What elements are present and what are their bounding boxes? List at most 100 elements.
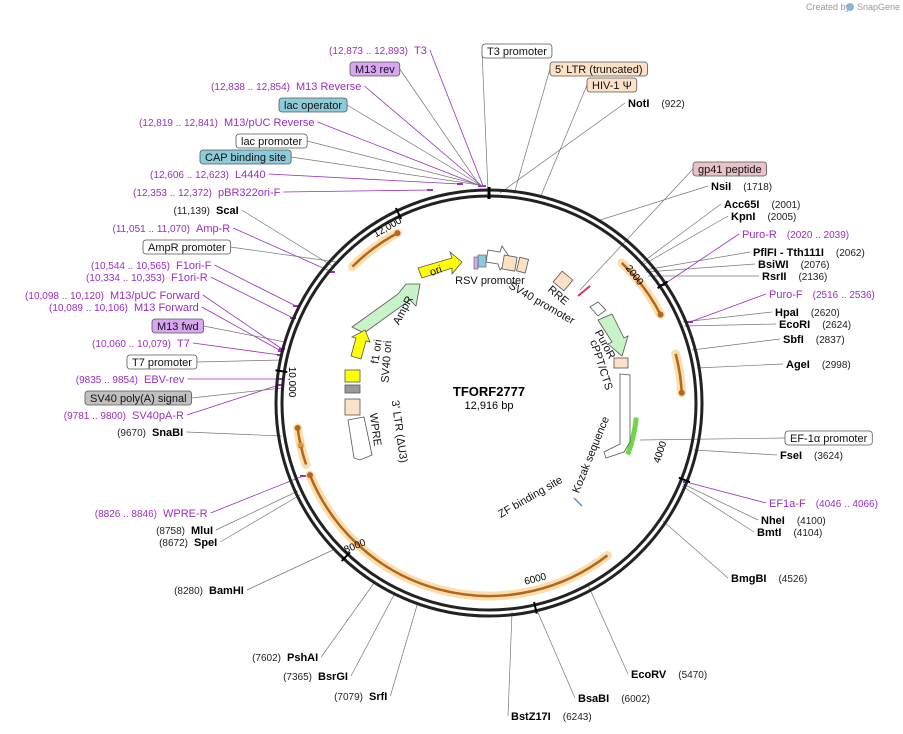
primer-m13-puc-forward[interactable]: M13/pUC Forward: [110, 290, 200, 302]
enzyme-nsii[interactable]: NsiI: [711, 181, 731, 193]
primer-puro-r[interactable]: Puro-R: [742, 229, 777, 241]
primer-position: (12,606 .. 12,623): [150, 170, 229, 181]
feature-leader: [513, 68, 551, 195]
feature-leader: [196, 359, 283, 363]
primer-f1ori-f[interactable]: F1ori-F: [176, 260, 212, 272]
feature-label-sv40-ori: SV40 ori: [380, 340, 395, 383]
enzyme-agei[interactable]: AgeI: [786, 359, 810, 371]
plasmid-size: 12,916 bp: [465, 400, 514, 412]
primer-leader: [662, 233, 740, 286]
enzyme-bsrgi[interactable]: BsrGI: [318, 671, 348, 683]
feature-box-label: EF-1α promoter: [790, 433, 868, 445]
enzyme-spei[interactable]: SpeI: [194, 537, 217, 549]
feature-box-bg: [549, 61, 648, 77]
feature-box-label: 5' LTR (truncated): [555, 64, 642, 76]
feature-box-label: T3 promoter: [487, 46, 547, 58]
feature-box-m13-rev[interactable]: M13 rev: [349, 61, 401, 77]
enzyme-ecori[interactable]: EcoRI: [779, 319, 810, 331]
enzyme-leader: [696, 363, 784, 369]
enzyme-position: (5470): [678, 670, 707, 681]
primer-m13-reverse[interactable]: M13 Reverse: [296, 81, 361, 93]
enzyme-position: (7365): [283, 672, 312, 683]
enzyme-sbfi[interactable]: SbfI: [783, 334, 804, 346]
enzyme-position: (11,139): [173, 206, 210, 217]
zf-binding-site-feature: [573, 497, 583, 507]
enzyme-pflfi-tth111i[interactable]: PflFI - Tth111I: [753, 247, 824, 259]
enzyme-leader: [215, 490, 299, 531]
enzyme-position: (2005): [767, 212, 796, 223]
primer-position: (11,051 .. 11,070): [113, 224, 190, 235]
enzyme-position: (6002): [621, 694, 650, 705]
primer-position: (10,098 .. 10,120): [25, 291, 104, 302]
feature-box-label: CAP binding site: [205, 152, 286, 164]
feature-box-sv40-poly-a-signal[interactable]: SV40 poly(A) signal: [84, 390, 193, 406]
feature-box-t7-promoter[interactable]: T7 promoter: [126, 354, 198, 370]
enzyme-mlui[interactable]: MluI: [191, 525, 213, 537]
feature-box-bg: [126, 354, 198, 370]
enzyme-snabi[interactable]: SnaBI: [152, 427, 183, 439]
enzyme-hpai[interactable]: HpaI: [775, 307, 799, 319]
primer-t7[interactable]: T7: [177, 338, 190, 350]
primer-position: (2516 .. 2536): [813, 290, 875, 301]
feature-box-5-ltr-truncated[interactable]: 5' LTR (truncated): [549, 61, 648, 77]
enzyme-fsei[interactable]: FseI: [780, 450, 802, 462]
enzyme-bsiwi[interactable]: BsiWI: [758, 259, 789, 271]
primer-position: (9781 .. 9800): [64, 411, 126, 422]
enzyme-position: (3624): [814, 451, 843, 462]
primer-wpre-r[interactable]: WPRE-R: [163, 508, 208, 520]
primer-m13-forward[interactable]: M13 Forward: [134, 302, 199, 314]
feature-box-t3-promoter[interactable]: T3 promoter: [481, 43, 553, 59]
primer-ebv-rev[interactable]: EBV-rev: [144, 374, 185, 386]
tick-mark: [395, 207, 402, 220]
primer-amp-r[interactable]: Amp-R: [196, 223, 230, 235]
feature-box-bg: [278, 97, 348, 113]
primer-position: (9835 .. 9854): [76, 375, 138, 386]
primer-m13-puc-reverse[interactable]: M13/pUC Reverse: [224, 117, 314, 129]
primer-leader: [233, 227, 333, 273]
enzyme-bsabi[interactable]: BsaBI: [578, 693, 609, 705]
primer-f1ori-r[interactable]: F1ori-R: [171, 272, 208, 284]
enzyme-kpni[interactable]: KpnI: [731, 211, 755, 223]
primer-position: (10,334 .. 10,353): [86, 273, 165, 284]
enzyme-scai[interactable]: ScaI: [216, 205, 239, 217]
feature-box-ef-1-promoter[interactable]: EF-1α promoter: [784, 430, 873, 446]
enzyme-ecorv[interactable]: EcoRV: [631, 669, 667, 681]
enzyme-pshai[interactable]: PshAI: [287, 652, 318, 664]
feature-box-bg: [349, 61, 401, 77]
feature-box-label: gp41 peptide: [698, 164, 762, 176]
feature-box-lac-operator[interactable]: lac operator: [278, 97, 348, 113]
primer-l4440[interactable]: L4440: [235, 169, 266, 181]
feature-box-bg: [151, 318, 204, 334]
enzyme-leader: [246, 549, 334, 591]
enzyme-leader: [220, 494, 301, 543]
enzyme-bmti[interactable]: BmtI: [757, 527, 781, 539]
feature-box-lac-promoter[interactable]: lac promoter: [235, 133, 308, 149]
enzyme-leader: [587, 584, 629, 675]
enzyme-bstz17i[interactable]: BstZ17I: [511, 711, 551, 723]
feature-box-hiv-1[interactable]: HIV-1 Ψ: [586, 77, 638, 93]
feature-box-gp41-peptide[interactable]: gp41 peptide: [692, 161, 768, 177]
primer-t3[interactable]: T3: [414, 45, 427, 57]
primer-sv40pa-r[interactable]: SV40pA-R: [132, 410, 184, 422]
feature-box-ampr-promoter[interactable]: AmpR promoter: [142, 239, 232, 255]
feature-box-m13-fwd[interactable]: M13 fwd: [151, 318, 204, 334]
feature-box-label: AmpR promoter: [148, 242, 226, 254]
enzyme-acc65i[interactable]: Acc65I: [724, 199, 759, 211]
enzyme-bmgbi[interactable]: BmgBI: [731, 573, 766, 585]
tick-label: 10,000: [286, 367, 297, 398]
enzyme-srfi[interactable]: SrfI: [369, 691, 387, 703]
primer-puro-f[interactable]: Puro-F: [769, 289, 803, 301]
feature-box-cap-binding-site[interactable]: CAP binding site: [199, 149, 292, 165]
primer-ef1a-f[interactable]: EF1a-F: [769, 498, 806, 510]
puror-feature: [597, 313, 629, 357]
3-ltr-feature: [344, 398, 361, 416]
ef1a-promoter-arc: [625, 417, 639, 456]
enzyme-nhei[interactable]: NheI: [761, 515, 785, 527]
enzyme-bamhi[interactable]: BamHI: [209, 585, 244, 597]
enzyme-noti[interactable]: NotI: [628, 98, 649, 110]
wpre-arc-2-arrowhead: [294, 424, 301, 431]
primer-pbr322ori-f[interactable]: pBR322ori-F: [218, 187, 281, 199]
enzyme-rsrii[interactable]: RsrII: [762, 271, 786, 283]
tick-label: 4000: [652, 440, 669, 465]
credit-prefix: Created by: [806, 2, 851, 12]
